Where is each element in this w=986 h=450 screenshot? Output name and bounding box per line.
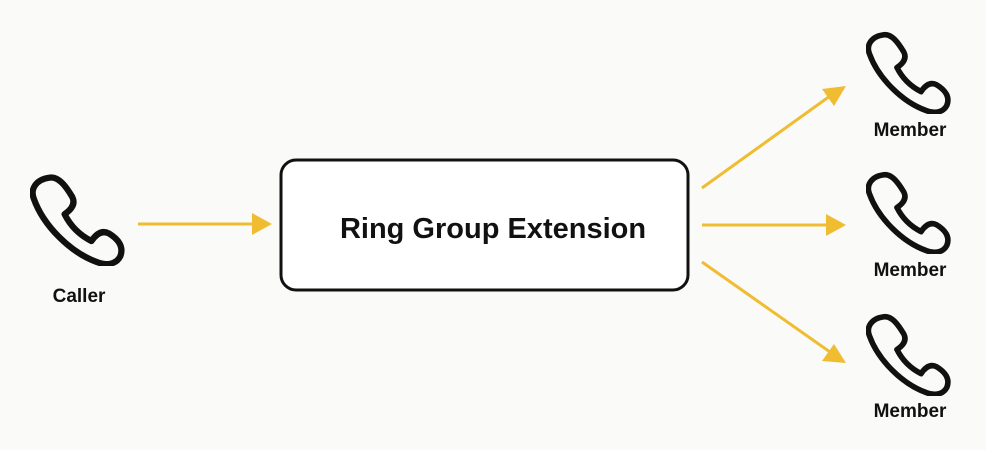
ring-group-label: Ring Group Extension	[340, 213, 646, 245]
phone-icon	[868, 317, 948, 395]
caller-label: Caller	[53, 286, 106, 307]
phone-icon	[33, 177, 122, 264]
member-node: Member	[868, 317, 948, 422]
arrow-group-to-member-3	[701, 260, 846, 363]
caller-node: Caller	[33, 177, 122, 307]
member-label: Member	[874, 401, 947, 422]
phone-icon	[868, 175, 948, 253]
arrow-caller-to-group	[138, 213, 272, 235]
member-node: Member	[868, 175, 948, 281]
arrow-group-to-member-2	[702, 214, 846, 236]
member-node: Member	[868, 35, 948, 141]
phone-icon	[868, 35, 948, 113]
member-label: Member	[874, 260, 947, 281]
ring-group-box: Ring Group Extension	[279, 158, 690, 292]
arrow-group-to-member-1	[701, 86, 846, 190]
member-label: Member	[874, 120, 947, 141]
